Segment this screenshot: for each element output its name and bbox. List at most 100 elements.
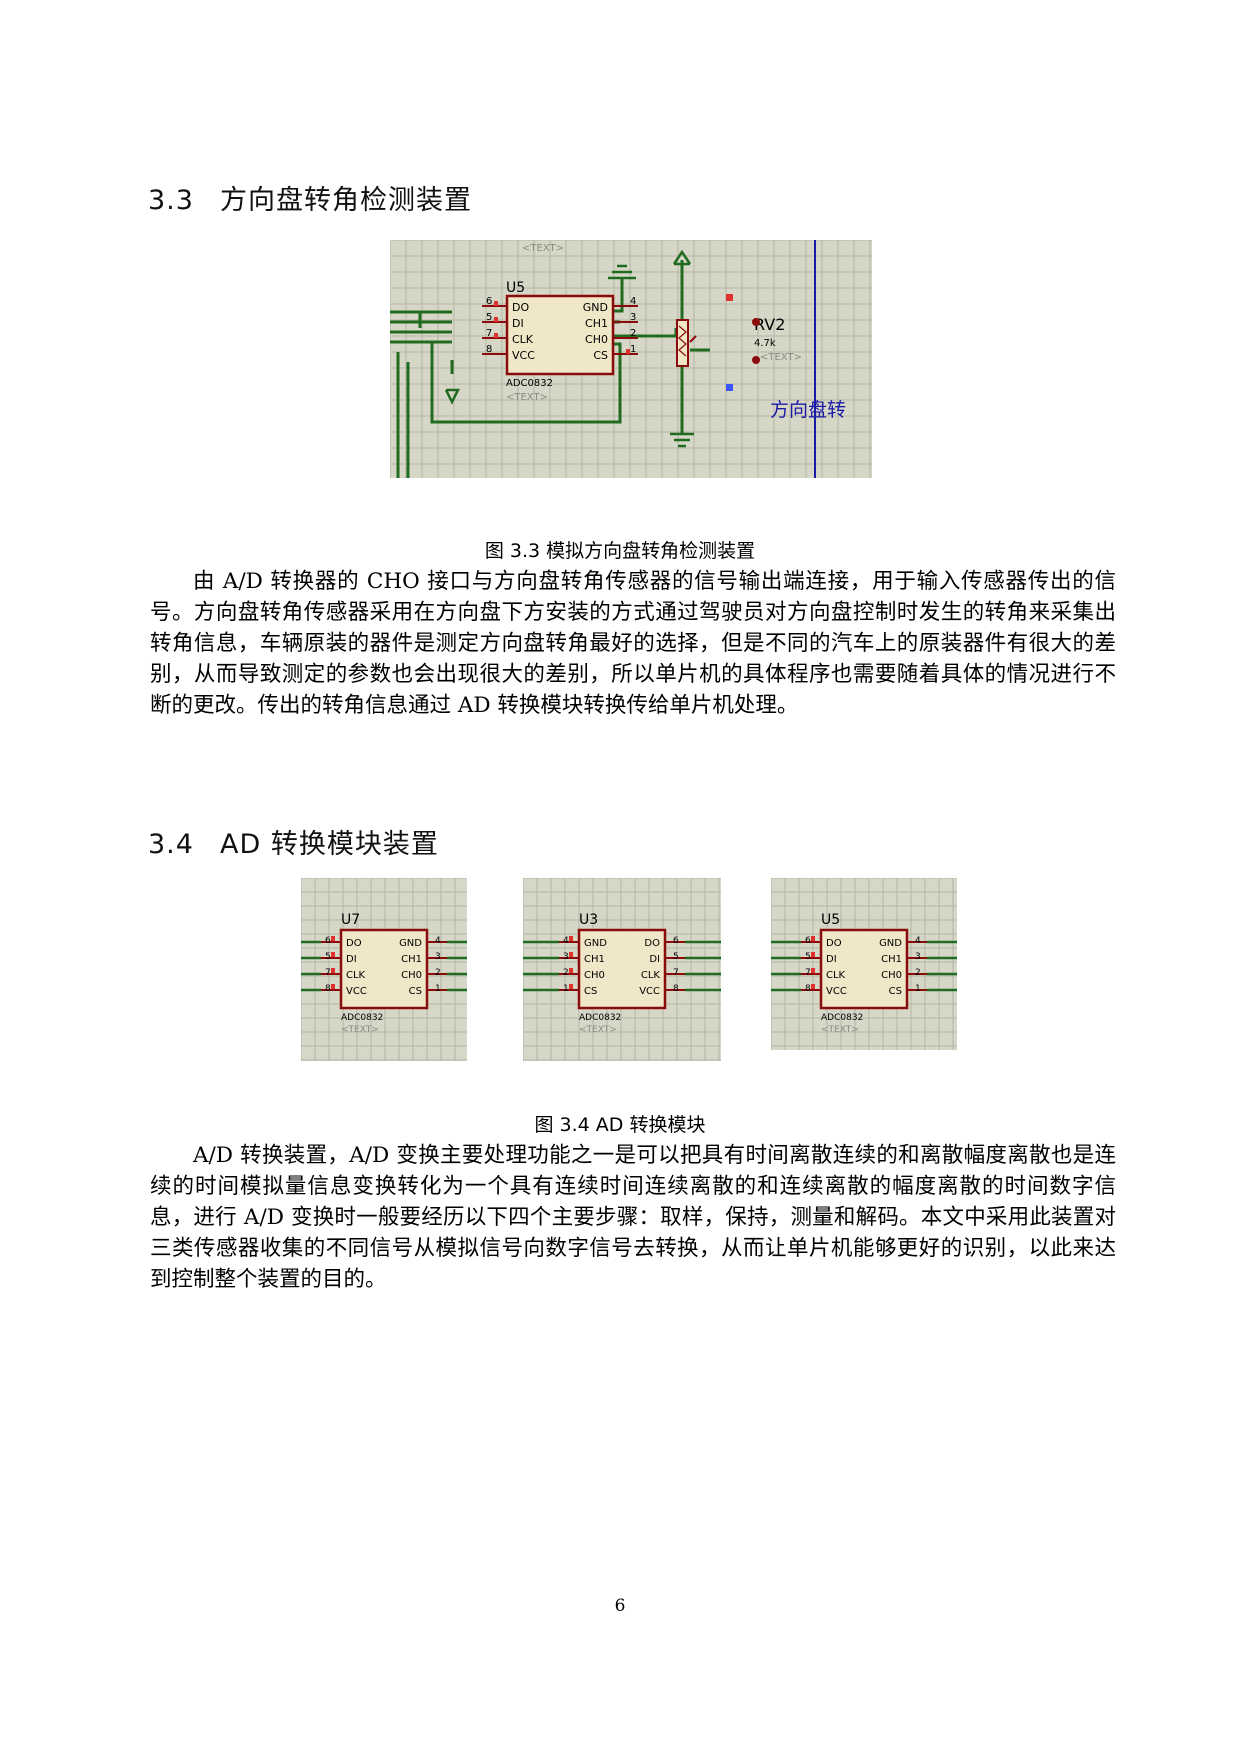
pin-number: 4: [915, 936, 921, 946]
pin-lines: [559, 941, 685, 991]
pin-number: 8: [673, 984, 679, 994]
figure-3-3-caption: 图 3.3 模拟方向盘转角检测装置: [484, 540, 756, 562]
pin-name: VCC: [639, 986, 660, 997]
pin-num-l2: 7: [486, 328, 492, 339]
chip-text-tag: <TEXT>: [579, 1025, 617, 1035]
pin-number: 5: [805, 952, 811, 962]
schematic-svg: U5 DO DI CLK VCC GND CH1 CH0 CS 6 5 7 8 …: [390, 240, 872, 478]
wheel-label: 方向盘转: [770, 399, 846, 421]
section-number: 3.4: [148, 829, 194, 860]
pin-number: 4: [563, 936, 569, 946]
pin-name: DI: [346, 954, 357, 965]
pin-name: CS: [889, 986, 902, 997]
pin-name: GND: [584, 938, 607, 949]
pin-num-l0: 6: [486, 296, 492, 307]
pin-number: 2: [435, 968, 441, 978]
pin-num-l3: 8: [486, 344, 492, 355]
figure-3-4-caption: 图 3.4 AD 转换模块: [534, 1114, 706, 1136]
chip-ref: U7: [341, 912, 360, 928]
pin-lines: [321, 941, 447, 991]
vcc-arrow-icon: [672, 249, 692, 266]
pin-number: 6: [325, 936, 331, 946]
pin-number: 7: [805, 968, 811, 978]
pin-name: VCC: [826, 986, 847, 997]
wire-group: [390, 260, 710, 478]
pin-name: CLK: [346, 970, 366, 981]
pin-number: 2: [915, 968, 921, 978]
chip-body: [505, 294, 615, 376]
pin-name: DI: [649, 954, 660, 965]
pin-num-r2: 2: [630, 328, 636, 339]
chip-model: ADC0832: [341, 1013, 383, 1023]
pin-name: DO: [826, 938, 842, 949]
section-heading-3-3: 3.3 方向盘转角检测装置: [148, 178, 472, 217]
pin-number: 3: [563, 952, 569, 962]
pin-number: 1: [915, 984, 921, 994]
pin-name: CS: [409, 986, 422, 997]
wire-group: [523, 940, 721, 992]
pin-name: DI: [826, 954, 837, 965]
pin-number: 1: [435, 984, 441, 994]
pin-number: 8: [805, 984, 811, 994]
pin-name-r3: CS: [593, 349, 608, 362]
chip-ref: U5: [506, 280, 525, 296]
chip-model: ADC0832: [579, 1013, 621, 1023]
pin-name-l1: DI: [512, 317, 524, 330]
page-number: 6: [614, 1596, 626, 1616]
section-title: 方向盘转角检测装置: [220, 185, 472, 216]
pin-name: DO: [346, 938, 362, 949]
figure-3-3-schematic: U5 DO DI CLK VCC GND CH1 CH0 CS 6 5 7 8 …: [390, 240, 872, 478]
pin-name: CS: [584, 986, 597, 997]
pin-name-r1: CH1: [585, 317, 608, 330]
pin-name: CLK: [826, 970, 846, 981]
pin-name: CH1: [881, 954, 902, 965]
pin-name: CH0: [584, 970, 605, 981]
pin-lines: [801, 941, 927, 991]
chip-body: [339, 928, 429, 1010]
pin-num-l1: 5: [486, 312, 492, 323]
pin-number: 5: [325, 952, 331, 962]
pin-number: 8: [325, 984, 331, 994]
paragraph-3-3: 由 A/D 转换器的 CHO 接口与方向盘转角传感器的信号输出端连接，用于输入传…: [150, 569, 1116, 718]
pin-number: 6: [673, 936, 679, 946]
pin-number: 6: [805, 936, 811, 946]
pin-num-r0: 4: [630, 296, 636, 307]
potentiometer-body: [676, 319, 689, 367]
pin-name-l2: CLK: [512, 333, 534, 346]
chip-text-tag: <TEXT>: [821, 1025, 859, 1035]
chip-body: [577, 928, 667, 1010]
pot-terminals: [752, 318, 760, 364]
chip-text-tag: <TEXT>: [341, 1025, 379, 1035]
pin-number: 3: [915, 952, 921, 962]
section-title: AD 转换模块装置: [220, 829, 439, 860]
pin-name: CH1: [584, 954, 605, 965]
pin-number: 7: [673, 968, 679, 978]
pin-num-r3: 1: [630, 344, 636, 355]
pin-name-l0: DO: [512, 301, 529, 314]
ground-symbol: [444, 264, 694, 448]
pin-name: VCC: [346, 986, 367, 997]
pin-name: CH1: [401, 954, 422, 965]
pin-name-r0: GND: [583, 301, 608, 314]
pin-number: 2: [563, 968, 569, 978]
top-text-tag: <TEXT>: [522, 243, 564, 254]
pin-name: CH0: [401, 970, 422, 981]
pin-number: 5: [673, 952, 679, 962]
wire-group: [771, 940, 957, 992]
pin-number: 4: [435, 936, 441, 946]
chip-ref: U3: [579, 912, 598, 928]
pin-name: DO: [644, 938, 660, 949]
pin-name-r2: CH0: [585, 333, 608, 346]
pot-ref: RV2: [754, 315, 785, 334]
chip-model: ADC0832: [821, 1013, 863, 1023]
pin-number: 7: [325, 968, 331, 978]
section-number: 3.3: [148, 185, 194, 216]
pin-name-l3: VCC: [512, 349, 535, 362]
pin-num-r1: 3: [630, 312, 636, 323]
chip-ref: U5: [821, 912, 840, 928]
paragraph-3-4: A/D 转换装置，A/D 变换主要处理功能之一是可以把具有时间离散连续的和离散幅…: [150, 1143, 1116, 1292]
pin-name: GND: [879, 938, 902, 949]
